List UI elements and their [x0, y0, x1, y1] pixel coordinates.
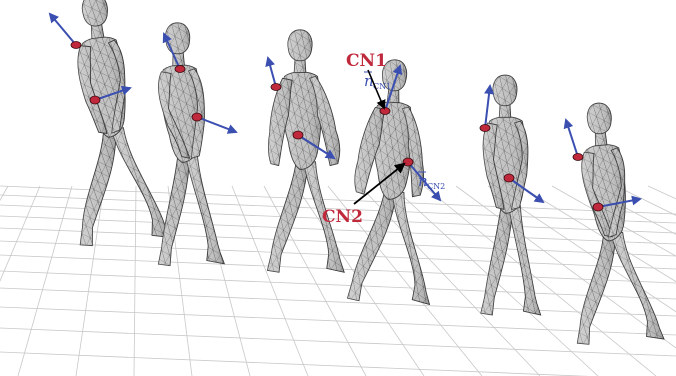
- contact-node-cn2: [293, 131, 303, 139]
- contact-node-cn2: [403, 158, 413, 166]
- floor-grid-line: [0, 352, 676, 376]
- contact-node-cn2: [90, 96, 100, 104]
- normal-vector-cn1: [50, 14, 76, 45]
- floor-grid-line: [0, 307, 676, 335]
- n-cn2-label: n CN2: [418, 172, 445, 191]
- floor-grid-line: [0, 328, 676, 356]
- floor-grid-line: [0, 271, 676, 299]
- n-cn2-subscript: CN2: [427, 182, 445, 191]
- normal-vector-cn1: [566, 120, 578, 157]
- floor-grid-line: [0, 288, 676, 316]
- mannequin-figure: [561, 100, 664, 345]
- contact-node-cn1: [71, 42, 81, 49]
- cn2-label: CN2: [322, 207, 363, 227]
- floor-grid-line: [18, 186, 72, 376]
- floor-grid-line: [648, 186, 676, 376]
- contact-node-cn2: [192, 113, 202, 121]
- floor-grid-line: [0, 186, 8, 376]
- contact-node-cn2: [593, 203, 603, 211]
- mannequin-figure: [267, 30, 344, 273]
- contact-node-cn1: [380, 108, 390, 115]
- cn1-label: CN1: [346, 51, 387, 71]
- contact-node-cn1: [271, 84, 281, 91]
- floor-grid-line: [0, 186, 40, 376]
- floor-grid-line: [134, 186, 136, 376]
- contact-node-cn1: [480, 125, 490, 132]
- contact-node-cn1: [573, 154, 583, 161]
- normal-vector-cn1: [268, 58, 276, 87]
- contact-node-cn1: [175, 66, 185, 73]
- contact-node-cn2: [504, 174, 514, 182]
